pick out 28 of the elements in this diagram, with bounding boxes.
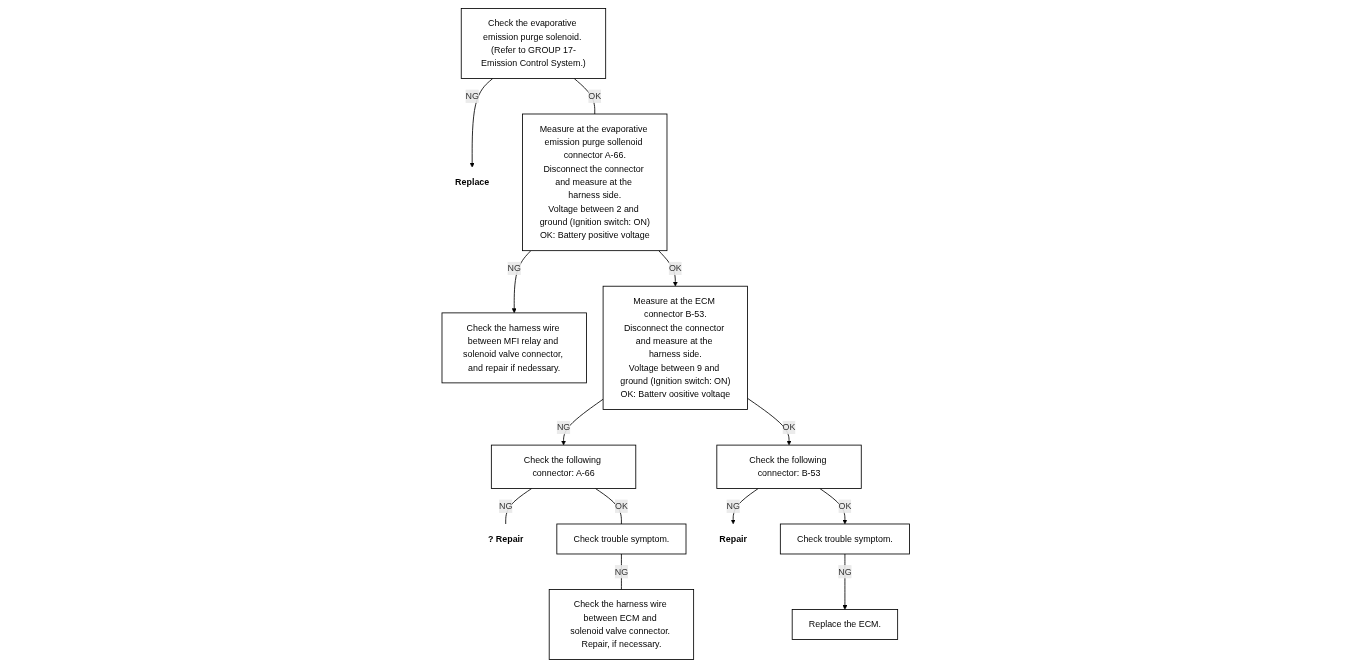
edge-label: OK xyxy=(668,262,682,273)
node-text: ? Repair xyxy=(487,533,524,543)
edge-label: OK xyxy=(614,500,628,511)
edge-label: NG xyxy=(498,500,512,511)
node-box: Check the evaporative emission purge solenoid. (Refer to GROUP 17-Emission Control System.) xyxy=(460,7,606,79)
connector xyxy=(504,487,532,524)
node-box: Check the following connector: B-53 xyxy=(715,444,862,489)
edge-label: NG xyxy=(556,421,570,432)
node-box: Check the harness wire between ECM and solenoid valve connector. Repair, if necessary. xyxy=(548,588,694,660)
edge-label: NG xyxy=(507,262,521,273)
edge-label: OK xyxy=(587,90,601,101)
node-box: Measure at the ECM connector B-53. Disconnect the connector and measure at the harness side. Voltage between 9 and ground (Ignition switch: ON) OK: Batterv oositive voltaqe xyxy=(602,285,748,410)
edge-label: OK xyxy=(838,500,851,511)
node-box: Check trouble symptom. xyxy=(779,523,910,554)
node-box: Measure at the evaporative emission purge sollenoid connector A-66. Disconnect the connector and measure at the harness side. Voltage between 2 and ground (Ignition switch: ON) OK: Battery positive voltage xyxy=(521,113,667,251)
node-box: Replace the ECM. xyxy=(791,608,898,640)
node-box: Check the following connector: A-66 xyxy=(490,444,636,489)
connector xyxy=(573,77,595,114)
connector xyxy=(594,487,622,524)
edge-label: NG xyxy=(837,566,852,576)
node-text: Replace xyxy=(454,176,489,187)
node-box: Check trouble symptom. xyxy=(555,523,686,554)
node-text: Repair xyxy=(718,533,747,543)
edge-label: NG xyxy=(726,500,740,511)
edge-label: NG xyxy=(465,90,479,101)
edge-label: OK xyxy=(782,421,795,432)
edge-label: NG xyxy=(614,566,628,576)
node-box: Check the harness wire between MFI relay and solenoid valve connector, and repair if nedessary. xyxy=(441,311,587,383)
